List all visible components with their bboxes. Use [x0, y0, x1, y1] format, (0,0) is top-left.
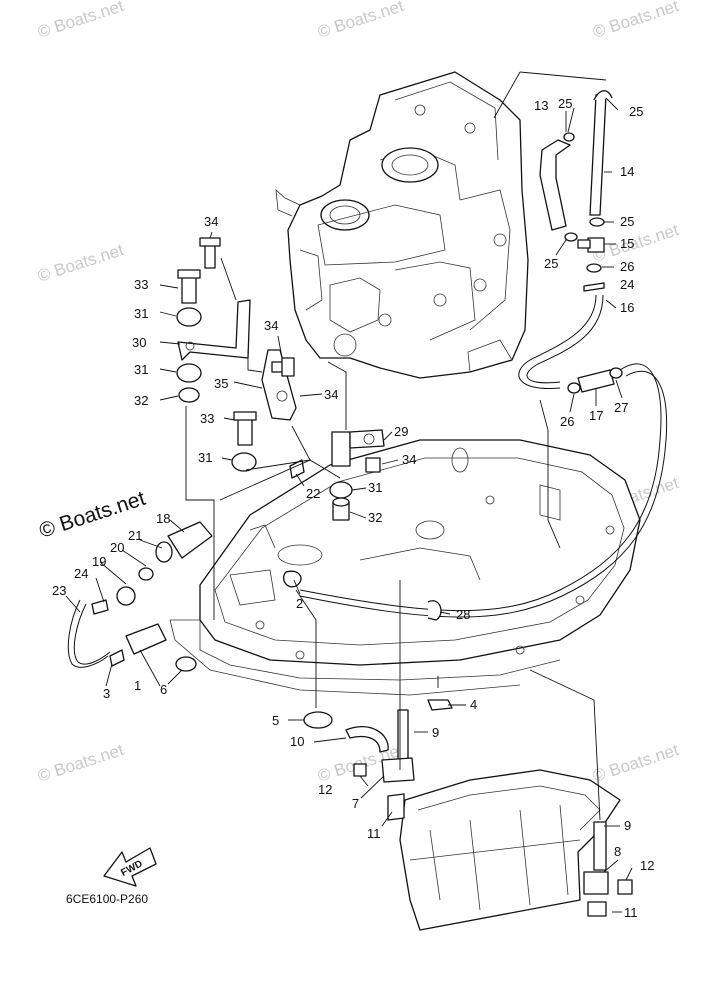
- leader-lines: [65, 71, 633, 913]
- callout-26-lower: 26: [560, 414, 574, 429]
- callout-7: 7: [352, 796, 359, 811]
- bracket-35: [261, 349, 297, 421]
- watermark: © Boats.net: [35, 240, 126, 286]
- watermark: © Boats.net: [35, 740, 126, 786]
- callout-26-right: 26: [620, 259, 634, 274]
- callout-25-left: 25: [544, 256, 558, 271]
- callout-35: 35: [214, 376, 228, 391]
- watermark-layer: © Boats.net © Boats.net © Boats.net © Bo…: [35, 0, 681, 786]
- callout-25-mid: 25: [620, 214, 634, 229]
- callout-19: 19: [92, 554, 106, 569]
- callout-34-top: 34: [204, 214, 218, 229]
- bracket-30: [177, 299, 251, 361]
- engine-block: [275, 71, 529, 379]
- callout-30: 30: [132, 335, 146, 350]
- watermark: © Boats.net: [590, 740, 681, 786]
- callout-23: 23: [52, 583, 66, 598]
- fitting-group-right: [563, 132, 623, 394]
- callout-29: 29: [394, 424, 408, 439]
- callout-31-right: 31: [368, 480, 382, 495]
- watermark: © Boats.net: [590, 0, 681, 42]
- bottom-cowling: [169, 439, 641, 696]
- callout-34-lower: 34: [402, 452, 416, 467]
- callout-33-upper: 33: [134, 277, 148, 292]
- callout-31-mid: 31: [134, 362, 148, 377]
- callout-33-lower: 33: [200, 411, 214, 426]
- callout-13: 13: [534, 98, 548, 113]
- callout-11: 11: [367, 826, 381, 841]
- callout-24: 24: [74, 566, 88, 581]
- callout-3: 3: [103, 686, 110, 701]
- watermark: © Boats.net: [35, 0, 126, 42]
- drawing-code: 6CE6100-P260: [66, 892, 148, 906]
- callout-15: 15: [620, 236, 634, 251]
- fwd-arrow: FWD: [103, 847, 157, 887]
- callout-32-left: 32: [134, 393, 148, 408]
- callout-32-right: 32: [368, 510, 382, 525]
- watermark: © Boats.net: [315, 0, 406, 42]
- hose-group-13-14: [539, 90, 613, 231]
- callout-12: 12: [318, 782, 332, 797]
- fastener-group-left: [176, 237, 295, 472]
- callout-22: 22: [306, 486, 320, 501]
- callout-9-lower: 9: [624, 818, 631, 833]
- callout-6: 6: [160, 682, 167, 697]
- sensor-assembly: [67, 521, 213, 668]
- callout-27: 27: [614, 400, 628, 415]
- callout-21: 21: [128, 528, 142, 543]
- callout-24-right: 24: [620, 277, 634, 292]
- callout-2: 2: [296, 596, 303, 611]
- callout-25-top: 25: [558, 96, 572, 111]
- callout-31-left: 31: [198, 450, 212, 465]
- callout-31-upper: 31: [134, 306, 148, 321]
- callout-4: 4: [470, 697, 477, 712]
- callout-16: 16: [620, 300, 634, 315]
- callout-14: 14: [620, 164, 634, 179]
- callout-17: 17: [589, 408, 603, 423]
- callout-34-mid: 34: [264, 318, 278, 333]
- oil-pan: [399, 769, 621, 931]
- callout-8: 8: [614, 844, 621, 859]
- callout-labels: 1 2 3 4 5 6 7 8 9 9 10 11 11 12 12 13 14…: [52, 96, 654, 920]
- callout-28: 28: [456, 607, 470, 622]
- callout-18: 18: [156, 511, 170, 526]
- callout-25-right: 25: [629, 104, 643, 119]
- callout-20: 20: [110, 540, 124, 555]
- callout-12-lower: 12: [640, 858, 654, 873]
- callout-10: 10: [290, 734, 304, 749]
- callout-1: 1: [134, 678, 141, 693]
- callout-5: 5: [272, 713, 279, 728]
- callout-34-right: 34: [324, 387, 338, 402]
- callout-9: 9: [432, 725, 439, 740]
- callout-11-lower: 11: [624, 905, 638, 920]
